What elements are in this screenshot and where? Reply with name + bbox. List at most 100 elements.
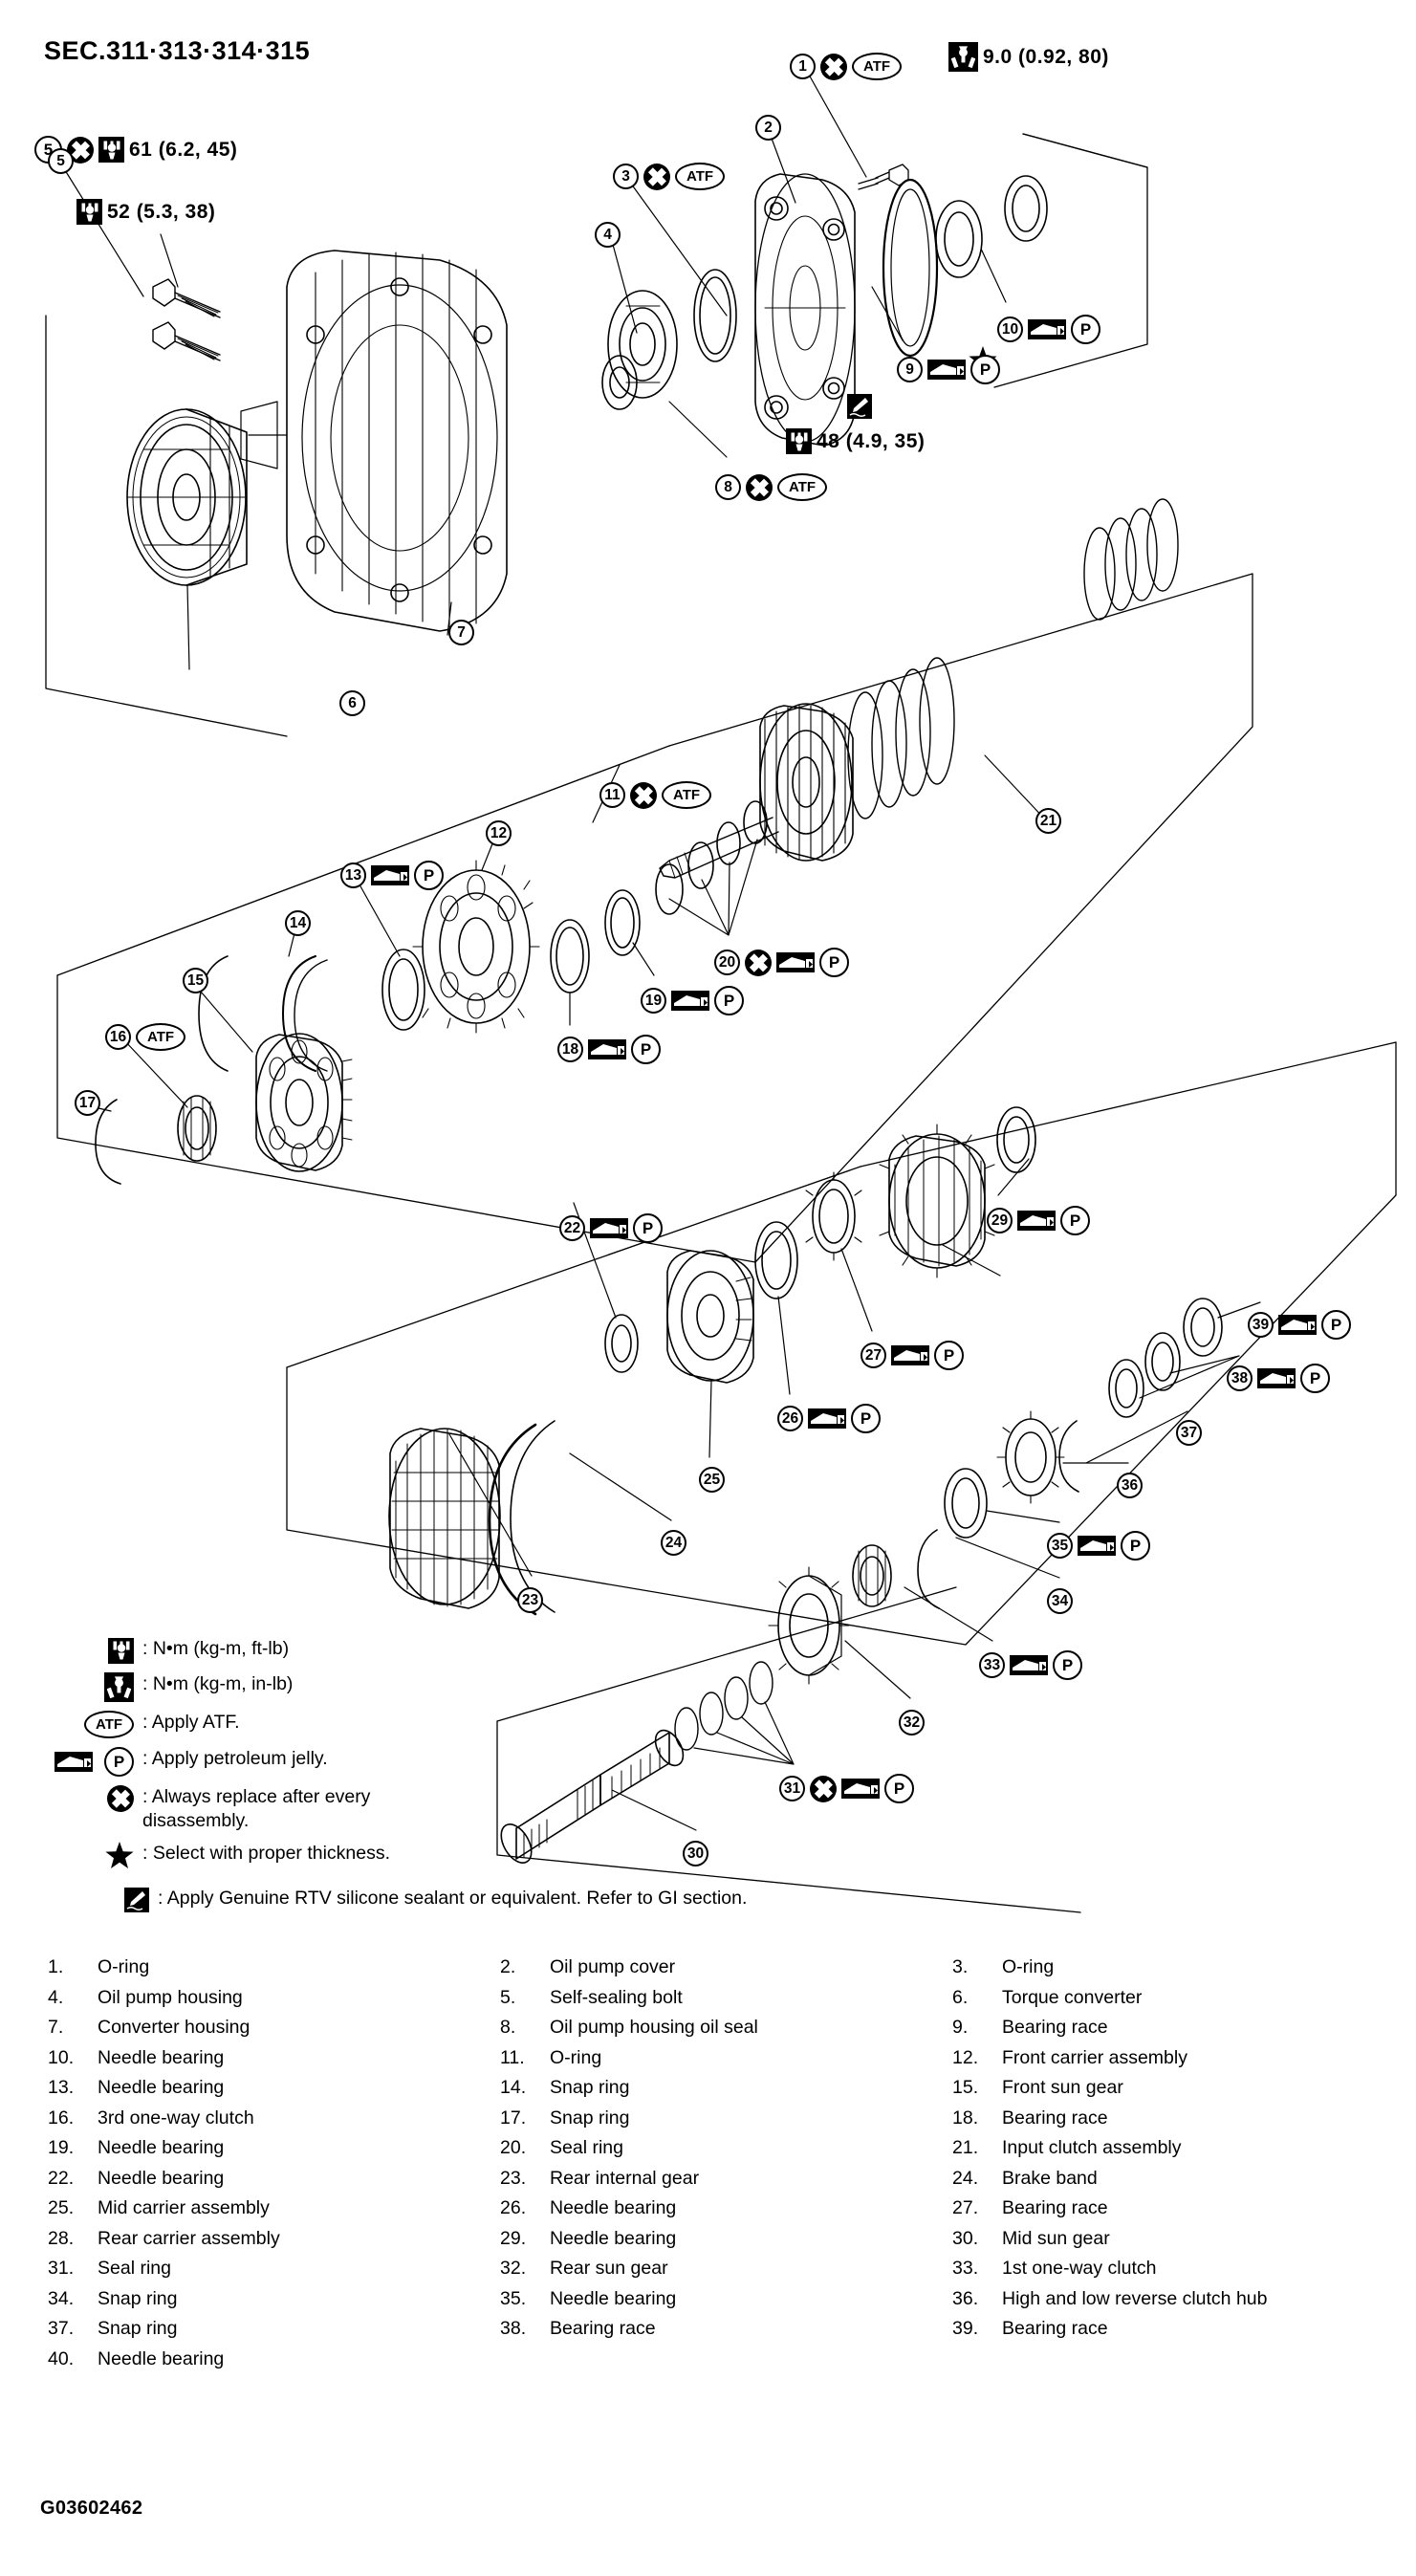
part-number: 33.: [952, 2258, 979, 2279]
replace-x-icon: [810, 1775, 837, 1802]
parts-list-item: 30.Mid sun gear: [945, 2224, 1397, 2255]
part-name: Snap ring: [550, 2077, 630, 2098]
part-name: Bearing race: [1002, 2318, 1108, 2339]
figure-id: G03602462: [40, 2498, 143, 2519]
callout-number-10: 10: [997, 317, 1023, 342]
part-name: Seal ring: [550, 2137, 623, 2158]
callout-12: 12: [486, 820, 512, 846]
parts-list-item: 29.Needle bearing: [492, 2224, 945, 2255]
parts-list-item: 26.Needle bearing: [492, 2194, 945, 2224]
parts-list-item: 27.Bearing race: [945, 2194, 1397, 2224]
torque-value-48: 48 (4.9, 35): [817, 429, 926, 452]
part-name: Oil pump housing oil seal: [550, 2017, 758, 2038]
part-number: 7.: [48, 2017, 64, 2038]
parts-list-item: 7.Converter housing: [40, 2013, 492, 2043]
wrench-inlb-icon: [948, 42, 978, 72]
callout-number-25: 25: [699, 1467, 725, 1493]
part-name: Bearing race: [1002, 2107, 1108, 2128]
callout-number-23: 23: [517, 1587, 543, 1613]
callout-number-26: 26: [777, 1406, 803, 1431]
grease-gun-icon: [588, 1039, 626, 1059]
callout-2: 2: [755, 115, 781, 141]
wrench-ftlb-icon: [786, 428, 812, 454]
callout-number-36: 36: [1117, 1473, 1143, 1498]
callout-number-35: 35: [1047, 1533, 1073, 1559]
parts-list-item: 20.Seal ring: [492, 2133, 945, 2164]
callout-37: 37: [1176, 1420, 1202, 1446]
petroleum-jelly-p-icon: P: [414, 861, 444, 890]
part-name: Rear internal gear: [550, 2167, 700, 2189]
torque-spec-9: 9.0 (0.92, 80): [948, 42, 1109, 72]
part-number: 37.: [48, 2318, 75, 2339]
petroleum-jelly-p-icon: P: [633, 1213, 663, 1243]
petroleum-jelly-p-icon: P: [970, 355, 1000, 384]
callout-21: 21: [1035, 808, 1061, 834]
parts-list-item: 14.Snap ring: [492, 2073, 945, 2104]
grease-gun-icon: [1028, 319, 1066, 339]
page-title: SEC.311·313·314·315: [44, 36, 311, 65]
parts-list-item: 16.3rd one-way clutch: [40, 2104, 492, 2134]
part-number: 11.: [500, 2046, 525, 2068]
grease-gun-icon: [1017, 1211, 1056, 1231]
part-number: 22.: [48, 2167, 75, 2189]
part-number: 39.: [952, 2318, 979, 2339]
part-name: Torque converter: [1002, 1986, 1143, 2008]
replace-x-icon: [820, 53, 847, 80]
part-name: O-ring: [98, 1956, 150, 1977]
part-name: Front sun gear: [1002, 2077, 1123, 2098]
part-number: 29.: [500, 2227, 527, 2249]
part-name: High and low reverse clutch hub: [1002, 2287, 1268, 2309]
part-number: 5.: [500, 1986, 516, 2008]
callout-6: 6: [339, 690, 365, 716]
callout-number-12: 12: [486, 820, 512, 846]
part-name: Needle bearing: [550, 2287, 677, 2309]
callout-number-24: 24: [661, 1530, 686, 1556]
part-name: Brake band: [1002, 2167, 1098, 2189]
callout-number-6: 6: [339, 690, 365, 716]
grease-gun-icon: [841, 1779, 880, 1799]
part-number: 8.: [500, 2017, 516, 2038]
part-name: Needle bearing: [550, 2197, 677, 2218]
part-name: Seal ring: [98, 2258, 171, 2279]
callout-number-29: 29: [987, 1208, 1013, 1233]
petroleum-jelly-p-icon: P: [631, 1035, 661, 1064]
part-number: 1.: [48, 1956, 64, 1977]
parts-list-item: 21.Input clutch assembly: [945, 2133, 1397, 2164]
legend: : N•m (kg-m, ft-lb) : N•m (kg-m, in-lb) …: [54, 1637, 747, 1922]
legend-text-inlb: : N•m (kg-m, in-lb): [142, 1673, 294, 1694]
parts-list-item: 40.Needle bearing: [40, 2345, 492, 2375]
callout-18: 18 P: [557, 1035, 661, 1064]
part-name: Rear carrier assembly: [98, 2227, 280, 2249]
petroleum-jelly-p-icon: P: [1053, 1650, 1082, 1680]
petroleum-jelly-p-icon: P: [851, 1404, 881, 1433]
petroleum-jelly-p-icon: P: [934, 1341, 964, 1370]
callout-22: 22 P: [559, 1213, 663, 1243]
parts-list-item: 23.Rear internal gear: [492, 2164, 945, 2194]
parts-list-item: 1. O-ring: [40, 1953, 492, 1983]
part-number: 27.: [952, 2197, 979, 2218]
callout-number-11: 11: [599, 782, 625, 808]
grease-gun-icon: [1078, 1536, 1116, 1556]
callout-number-18: 18: [557, 1037, 583, 1062]
callout-26: 26 P: [777, 1404, 881, 1433]
callout-17: 17: [75, 1090, 100, 1116]
parts-list-row: 40.Needle bearing: [40, 2345, 1398, 2375]
callout-number-22: 22: [559, 1215, 585, 1241]
grease-gun-icon: [590, 1218, 628, 1238]
part-number: 25.: [48, 2197, 75, 2218]
legend-row-petroleum-jelly: P : Apply petroleum jelly.: [54, 1747, 572, 1777]
part-name: Input clutch assembly: [1002, 2137, 1182, 2158]
atf-icon: ATF: [675, 163, 725, 190]
torque-spec-48: 48 (4.9, 35): [786, 428, 925, 454]
